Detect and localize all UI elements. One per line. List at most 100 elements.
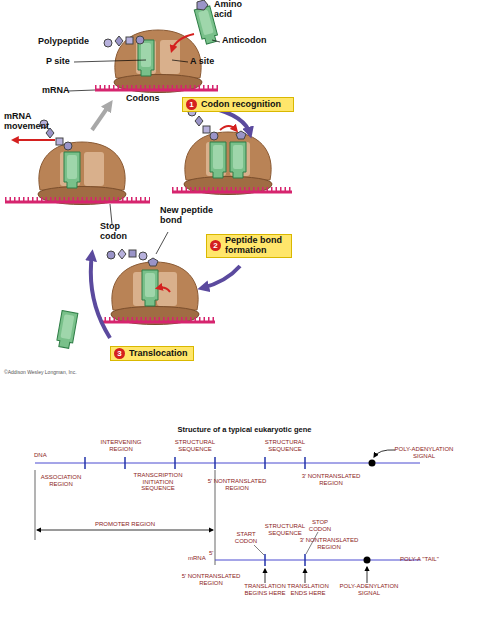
gene-map xyxy=(369,460,376,467)
gene-map xyxy=(35,450,420,583)
gene-map xyxy=(367,567,368,583)
gene-map xyxy=(304,457,306,469)
gene-map xyxy=(37,530,213,531)
ribosome-top xyxy=(74,60,146,62)
ribosome-right xyxy=(184,132,272,195)
ribosome-top xyxy=(172,34,194,50)
label-text: POLY-A "TAIL" xyxy=(400,556,480,563)
ribosome-bottom xyxy=(158,288,170,293)
label-text: STRUCTURAL SEQUENCE xyxy=(260,439,310,452)
label-text: P site xyxy=(46,57,86,67)
label-text: POLY-ADENYLATION SIGNAL xyxy=(390,446,458,459)
label-text: 3' NONTRANSLATED REGION xyxy=(298,473,364,486)
gene-map xyxy=(215,560,420,561)
cycle-arrow xyxy=(91,254,110,338)
label-text: STRUCTURAL SEQUENCE xyxy=(170,439,220,452)
label-text: PROMOTER REGION xyxy=(80,521,170,528)
ribosome-top xyxy=(102,38,110,42)
ribosome-bottom xyxy=(156,232,168,254)
label-text: TRANSLATION BEGINS HERE xyxy=(240,583,290,596)
step-name: Peptide bond formation xyxy=(225,236,288,256)
label-text: 5' xyxy=(209,550,221,557)
ribosome-right xyxy=(230,142,246,178)
ribosome-right xyxy=(210,132,218,140)
label-text: Stop codon xyxy=(100,222,140,242)
gene-map xyxy=(215,470,216,565)
step-number: 2 xyxy=(210,240,221,251)
ribosome-top xyxy=(95,85,218,89)
gene-map xyxy=(84,457,86,469)
label-text: POLY-ADENYLATION SIGNAL xyxy=(336,583,402,596)
ribosome-bottom xyxy=(56,311,78,349)
ribosome-bottom xyxy=(100,317,215,321)
ribosome-top xyxy=(115,36,123,46)
label-text: 3' NONTRANSLATED REGION xyxy=(296,537,362,550)
label-text: mRNA xyxy=(42,86,82,96)
step-box: 1 Codon recognition xyxy=(182,97,294,112)
ribosome-top xyxy=(172,60,188,62)
gene-map xyxy=(374,450,395,457)
label-text: STOP CODON xyxy=(303,519,337,532)
ribosome-right xyxy=(203,126,210,133)
ribosome-right xyxy=(210,142,226,178)
gene-map xyxy=(364,557,371,564)
ribosome-right xyxy=(172,108,292,195)
label-text: mRNA movement xyxy=(4,112,59,132)
ribosome-left xyxy=(5,120,150,224)
ribosome-bottom xyxy=(142,270,158,306)
ribosome-left xyxy=(56,138,63,145)
label-text: 5' NONTRANSLATED REGION xyxy=(204,478,270,491)
ribosome-right xyxy=(195,116,203,126)
step-box: 2 Peptide bond formation xyxy=(206,234,292,258)
step-name: Codon recognition xyxy=(201,100,290,110)
ribosome-right xyxy=(172,187,292,191)
label-text: Amino acid xyxy=(214,0,248,20)
step-box: 3 Translocation xyxy=(110,346,194,361)
label-text: Codons xyxy=(126,94,171,104)
cycle-arrow xyxy=(91,104,250,338)
ribosome-top xyxy=(68,0,220,93)
ribosome-left xyxy=(64,152,80,188)
label-text: STRUCTURAL SEQUENCE xyxy=(260,523,310,536)
ribosome-top xyxy=(104,39,112,47)
label-text: TRANSCRIPTION INITIATION SEQUENCE xyxy=(127,472,189,492)
gene-map xyxy=(305,569,306,583)
label-text: ©Addison Wesley Longman, Inc. xyxy=(4,370,204,376)
ribosome-top xyxy=(126,37,133,44)
ribosome-bottom xyxy=(118,249,126,259)
ribosome-left xyxy=(64,142,72,150)
cycle-arrow xyxy=(202,266,240,288)
gene-map xyxy=(35,470,36,540)
step-name: Translocation xyxy=(129,349,190,359)
gene-map xyxy=(214,457,216,469)
gene-map xyxy=(254,545,264,555)
ribosome-top xyxy=(138,40,154,76)
label-text: START CODON xyxy=(229,531,263,544)
gene-map xyxy=(304,554,306,566)
ribosome-top xyxy=(197,0,208,10)
ribosome-left xyxy=(38,142,126,205)
gene-map xyxy=(264,554,266,566)
ribosome-bottom xyxy=(148,258,158,266)
ribosome-top xyxy=(212,40,220,42)
ribosome-left xyxy=(14,139,55,141)
label-text: New peptide bond xyxy=(160,206,220,226)
label-text: ASSOCIATION REGION xyxy=(33,474,89,487)
ribosome-bottom xyxy=(139,252,147,260)
label-text: INTERVENING REGION xyxy=(96,439,146,452)
gene-map xyxy=(174,457,176,469)
ribosome-bottom xyxy=(100,321,215,324)
ribosome-right xyxy=(220,126,236,130)
step-number: 1 xyxy=(186,99,197,110)
ribosome-top xyxy=(68,90,95,91)
ribosome-bottom xyxy=(107,251,115,259)
gene-map xyxy=(124,457,126,469)
diagram-title: Structure of a typical eukaryotic gene xyxy=(0,425,489,434)
step-number: 3 xyxy=(114,348,125,359)
label-text: 5' NONTRANSLATED REGION xyxy=(178,573,244,586)
cycle-arrow xyxy=(92,104,110,130)
ribosome-left xyxy=(110,204,112,224)
label-text: Polypeptide xyxy=(38,37,108,47)
ribosome-bottom xyxy=(129,250,136,257)
